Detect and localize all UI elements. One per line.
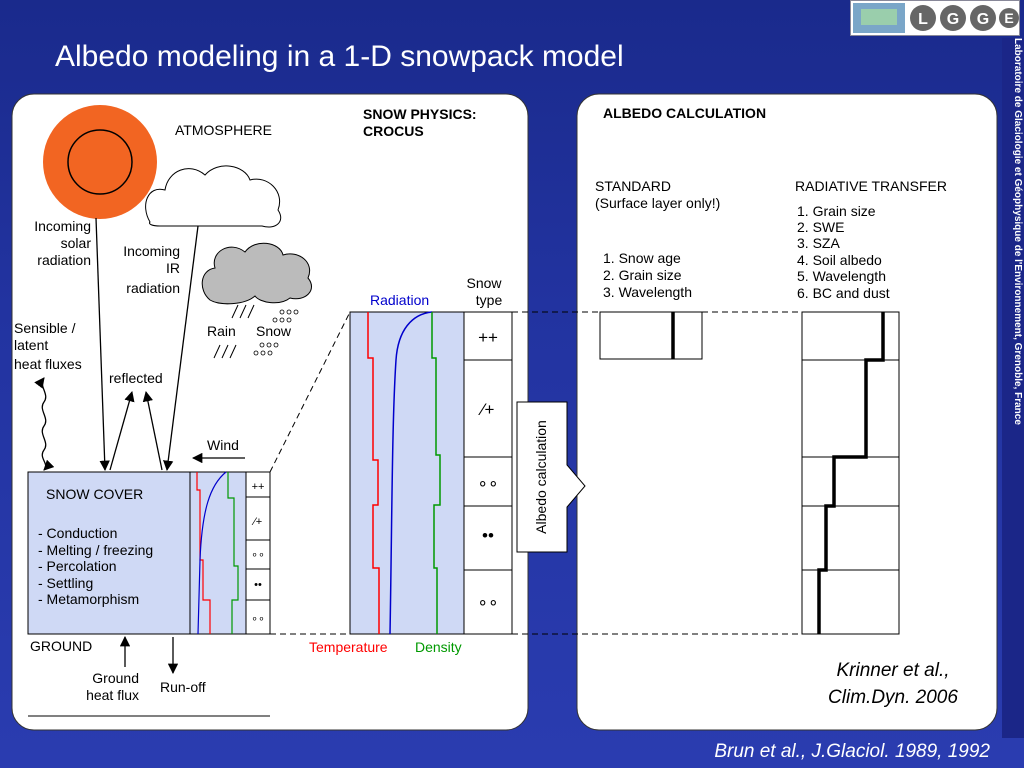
standard-albedo-box — [599, 311, 703, 360]
process-metamorphism: - Metamorphism — [38, 591, 139, 607]
large-type-dividers — [464, 359, 512, 571]
process-settling: - Settling — [38, 575, 93, 591]
rt-item-6: 6. BC and dust — [797, 285, 890, 301]
snow-symbol-icon — [253, 309, 299, 356]
large-type-column — [463, 311, 513, 635]
large-type-1: ++ — [478, 328, 498, 347]
reflected-arrow-1 — [109, 390, 135, 471]
small-type-column — [245, 471, 271, 635]
snow-type-label-2: type — [476, 292, 503, 308]
sensible-label-2: latent — [14, 337, 48, 353]
standard-item-1: 1. Snow age — [603, 250, 681, 266]
logo-letter-l: L — [918, 11, 928, 28]
albedo-title: ALBEDO CALCULATION — [603, 105, 766, 121]
incoming-ir-label-1: Incoming — [123, 243, 180, 259]
incoming-ir-label-2: IR — [166, 260, 180, 276]
small-temperature-curve — [196, 472, 211, 634]
crocus-label: CROCUS — [363, 123, 424, 139]
citation-line-2: Clim.Dyn. 2006 — [828, 687, 958, 708]
gray-cloud-icon — [201, 242, 313, 305]
standard-sub-label: (Surface layer only!) — [595, 195, 720, 211]
radiation-label: Radiation — [370, 292, 429, 308]
incoming-solar-label-3: radiation — [37, 252, 91, 268]
logo-letter-g1: G — [947, 11, 959, 28]
sensible-label-1: Sensible / — [14, 320, 76, 336]
logo-letter-e: E — [1004, 10, 1013, 26]
incoming-ir-label-3: radiation — [126, 280, 180, 296]
ground-heat-label-1: Ground — [92, 670, 139, 686]
standard-item-2: 2. Grain size — [603, 267, 682, 283]
reflected-arrow-2 — [142, 390, 163, 471]
sun-inner-ring — [67, 129, 133, 195]
small-radiation-curve — [197, 471, 227, 635]
small-density-curve — [227, 472, 239, 634]
snow-type-label-1: Snow — [466, 275, 502, 291]
large-density-curve — [431, 312, 441, 634]
reflected-label: reflected — [109, 370, 163, 386]
rain-symbol-icon — [213, 304, 255, 359]
process-percolation: - Percolation — [38, 558, 117, 574]
sensible-label-3: heat fluxes — [14, 356, 82, 372]
logo-letter-g2: G — [977, 11, 989, 28]
snow-cover-label: SNOW COVER — [46, 486, 143, 502]
heat-flux-wavy-arrow — [34, 377, 55, 471]
incoming-solar-label-2: solar — [61, 235, 92, 251]
density-label: Density — [415, 639, 462, 655]
large-type-5: ∘∘ — [477, 593, 498, 612]
small-type-3: ∘∘ — [251, 549, 265, 561]
zoom-dashed-lines — [269, 311, 802, 635]
rt-item-2: 2. SWE — [797, 219, 844, 235]
white-cloud-icon — [145, 165, 282, 228]
small-type-1: ++ — [252, 481, 265, 493]
ground-label: GROUND — [30, 638, 92, 654]
standard-item-3: 3. Wavelength — [603, 284, 692, 300]
snow-physics-label: SNOW PHYSICS: — [363, 106, 477, 122]
atmosphere-label: ATMOSPHERE — [175, 122, 272, 138]
rt-item-4: 4. Soil albedo — [797, 252, 882, 268]
process-conduction: - Conduction — [38, 525, 117, 541]
albedo-calculation-label: Albedo calculation — [533, 420, 549, 534]
process-melting: - Melting / freezing — [38, 542, 153, 558]
rain-label: Rain — [207, 323, 236, 339]
sun-icon — [43, 105, 157, 219]
logo-photo-detail — [861, 9, 897, 25]
ir-arrow — [163, 225, 199, 472]
logo-letter-circles — [910, 5, 1019, 31]
temperature-label: Temperature — [309, 639, 388, 655]
large-temperature-curve — [367, 312, 380, 634]
standard-label: STANDARD — [595, 178, 671, 194]
large-profile-box — [349, 311, 465, 635]
runoff-label: Run-off — [160, 679, 206, 695]
small-profile-box — [189, 471, 247, 635]
albedo-calculation-arrow — [516, 401, 586, 553]
lgge-logo: L G G E — [850, 0, 1020, 36]
large-radiation-curve — [389, 311, 433, 635]
large-type-4: •• — [482, 526, 494, 545]
citation-line-1: Krinner et al., — [837, 660, 950, 681]
logo-graphic: L G G E — [853, 3, 1019, 33]
rt-item-1: 1. Grain size — [797, 203, 876, 219]
snow-cover-box — [27, 471, 191, 635]
small-type-5: ∘∘ — [251, 613, 265, 625]
rt-albedo-profile — [817, 312, 885, 634]
large-type-3: ∘∘ — [477, 474, 498, 493]
rt-item-5: 5. Wavelength — [797, 268, 886, 284]
wind-label: Wind — [207, 437, 239, 453]
incoming-solar-label-1: Incoming — [34, 218, 91, 234]
rt-title: RADIATIVE TRANSFER — [795, 178, 947, 194]
rt-item-3: 3. SZA — [797, 235, 840, 251]
snow-label: Snow — [256, 323, 292, 339]
small-type-2: ⁄+ — [251, 516, 262, 528]
slide-title: Albedo modeling in a 1-D snowpack model — [55, 40, 624, 73]
ground-heat-label-2: heat flux — [86, 687, 139, 703]
small-type-dividers — [246, 496, 270, 601]
solar-arrow — [95, 217, 110, 472]
footer-reference: Brun et al., J.Glaciol. 1989, 1992 — [714, 741, 990, 762]
side-bar — [1002, 38, 1024, 738]
large-type-2: ⁄+ — [478, 400, 495, 419]
small-type-4: •• — [254, 579, 262, 591]
